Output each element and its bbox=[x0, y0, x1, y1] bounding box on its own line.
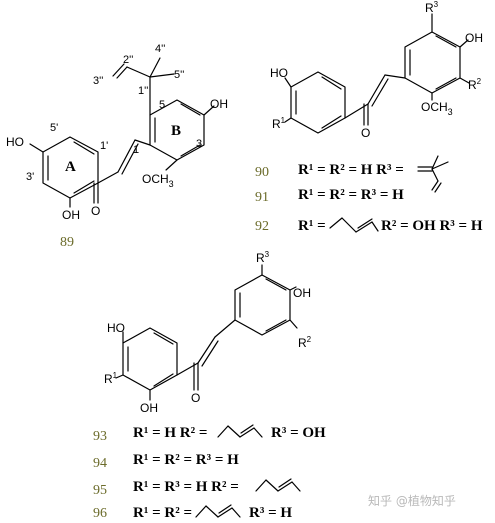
substituents-92-tail: R² = OH R³ = H bbox=[381, 218, 483, 234]
substituents-96-tail: R³ = H bbox=[249, 505, 292, 521]
atom-oh: OH bbox=[210, 97, 228, 111]
compound-id-89: 89 bbox=[60, 235, 74, 250]
substituents-93-tail: R³ = OH bbox=[271, 425, 326, 441]
atom-ho: HO bbox=[6, 135, 24, 149]
substituents-93: R¹ = H R² = bbox=[133, 425, 207, 441]
position-3pp: 3'' bbox=[93, 75, 103, 87]
atom-oh: OH bbox=[140, 401, 158, 415]
compound-id-96: 96 bbox=[93, 506, 107, 521]
position-1: 1 bbox=[133, 144, 139, 156]
atom-o: O bbox=[191, 391, 200, 405]
atom-r2: R2 bbox=[298, 335, 312, 350]
substituents-92: R¹ = bbox=[298, 218, 326, 234]
position-5pp: 5'' bbox=[174, 69, 184, 81]
atom-och3: OCH3 bbox=[421, 100, 453, 117]
atom-oh: OH bbox=[62, 208, 80, 222]
atom-ho: HO bbox=[270, 66, 288, 80]
compound-id-94: 94 bbox=[93, 456, 107, 471]
position-5: 5 bbox=[159, 99, 165, 111]
series-93-96-labels: HO R1 OH O R3 OH R2 93 R¹ = H R² = R³ = … bbox=[93, 250, 326, 521]
position-5p: 5' bbox=[50, 122, 58, 134]
series-93-96-structure bbox=[115, 264, 301, 518]
substituents-90: R¹ = R² = H R³ = bbox=[298, 162, 404, 178]
ring-label-b: B bbox=[171, 123, 181, 139]
position-4pp: 4'' bbox=[155, 43, 165, 55]
ring-label-a: A bbox=[65, 159, 76, 175]
position-1pp: 1'' bbox=[138, 85, 148, 97]
atom-o: O bbox=[91, 204, 100, 218]
atom-o: O bbox=[361, 126, 370, 140]
atom-oh: OH bbox=[465, 31, 483, 45]
compound-id-92: 92 bbox=[255, 219, 269, 234]
compound-89-structure bbox=[29, 57, 215, 208]
substituents-96: R¹ = R² = bbox=[133, 505, 192, 521]
atom-r3: R3 bbox=[256, 250, 270, 265]
position-1p: 1' bbox=[100, 140, 108, 152]
substituents-95: R¹ = R³ = H R² = bbox=[133, 479, 239, 495]
atom-r2: R2 bbox=[468, 77, 482, 92]
position-2pp: 2'' bbox=[123, 54, 133, 66]
watermark: 知乎 @植物知乎 bbox=[368, 493, 456, 508]
atom-r3: R3 bbox=[425, 0, 439, 15]
position-3p: 3' bbox=[26, 171, 34, 183]
atom-r1: R1 bbox=[104, 371, 118, 386]
series-90-92-labels: HO R1 O R3 OH R2 OCH3 90 R¹ = R² = H R³ … bbox=[255, 0, 483, 234]
compound-id-91: 91 bbox=[255, 190, 269, 205]
atom-r1: R1 bbox=[272, 116, 286, 131]
atom-oh: OH bbox=[293, 286, 311, 300]
substituents-91: R¹ = R² = R³ = H bbox=[298, 187, 404, 203]
position-3: 3 bbox=[196, 138, 202, 150]
atom-och3: OCH3 bbox=[142, 172, 174, 189]
substituents-94: R¹ = R² = R³ = H bbox=[133, 452, 239, 468]
compound-89-labels: HO OH O OH OCH3 A B 2'' 3'' 1'' 4'' 5'' … bbox=[6, 43, 228, 250]
series-90-92-structure bbox=[284, 13, 470, 233]
compound-id-95: 95 bbox=[93, 483, 107, 498]
compound-id-93: 93 bbox=[93, 429, 107, 444]
compound-id-90: 90 bbox=[255, 165, 269, 180]
atom-ho: HO bbox=[107, 321, 125, 335]
